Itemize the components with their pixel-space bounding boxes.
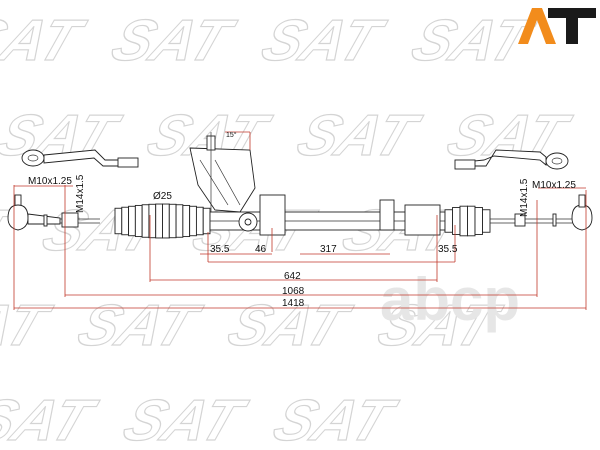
- label-thread-outer-right: M10x1.25: [532, 180, 576, 191]
- sat-watermark-text: SAT: [70, 293, 210, 358]
- tie-rod-end-left-top: [21, 149, 139, 168]
- boot-fold: [128, 205, 136, 237]
- dim-left-offset: 35.5: [210, 244, 230, 255]
- rack-assembly: [7, 132, 593, 239]
- tie-rod-end-right-top: [454, 149, 569, 170]
- boot-fold: [452, 207, 461, 235]
- label-thread-inner-left: M14x1.5: [75, 174, 86, 213]
- boot-fold: [474, 207, 483, 235]
- sat-watermark-text: SAT: [0, 293, 59, 358]
- dim-pinion-offset: 46: [255, 244, 267, 255]
- boot-fold: [189, 205, 197, 237]
- boot-fold: [202, 207, 211, 235]
- label-thread-outer-left: M10x1.25: [28, 176, 72, 187]
- dim-rack-travel: 317: [320, 244, 337, 255]
- boot-fold: [195, 206, 204, 236]
- label-angle: 15°: [226, 131, 237, 139]
- boot-fold: [134, 204, 143, 238]
- dim-overall-length: 1418: [282, 298, 305, 309]
- label-thread-inner-right: M14x1.5: [519, 178, 530, 217]
- sat-watermark-text: SAT: [104, 8, 244, 73]
- boot-fold: [155, 203, 163, 239]
- boot-fold: [482, 209, 491, 233]
- sat-watermark-text: SAT: [0, 8, 93, 73]
- sat-watermark-text: SAT: [265, 388, 405, 450]
- dim-right-offset: 35.5: [438, 244, 458, 255]
- sat-watermark-text: SAT: [0, 388, 105, 450]
- boot-fold: [168, 203, 177, 239]
- at-logo: [518, 8, 596, 44]
- abcp-watermark: abcp: [380, 266, 520, 333]
- sat-watermark-text: SAT: [115, 388, 255, 450]
- boot-fold: [114, 207, 123, 235]
- boot-fold: [121, 206, 130, 236]
- boot-fold: [444, 209, 453, 233]
- sat-watermark-text: SAT: [254, 8, 394, 73]
- boot-fold: [141, 204, 150, 238]
- boot-fold: [182, 204, 191, 238]
- boot-fold: [459, 205, 468, 237]
- label-diameter: Ø25: [153, 191, 172, 202]
- boot-fold: [175, 204, 184, 238]
- boot-fold: [467, 205, 476, 237]
- dim-inner-span: 1068: [282, 286, 305, 297]
- dimension-lines: [13, 131, 587, 310]
- boot-fold: [162, 203, 170, 239]
- sat-watermark-text: SAT: [289, 103, 429, 168]
- dim-boot-span: 642: [284, 271, 301, 282]
